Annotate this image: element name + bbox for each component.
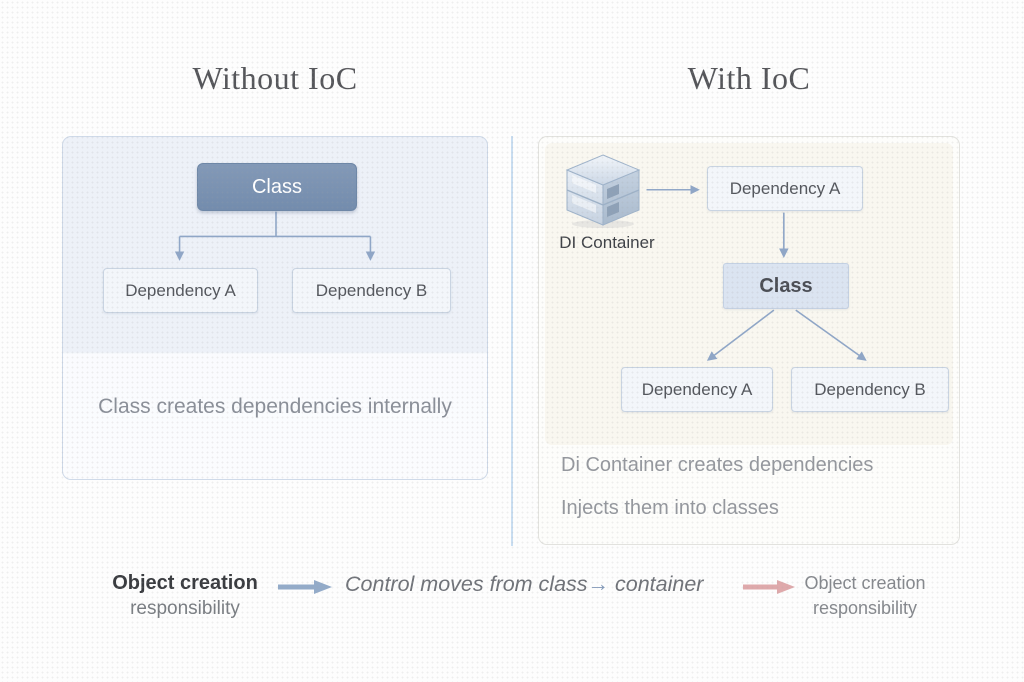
right-panel-title: With IoC bbox=[687, 60, 811, 96]
right-dependency-b-node: Dependency B bbox=[791, 367, 949, 412]
panel-divider bbox=[511, 136, 513, 546]
with-ioc-panel: DI Container Dependency A Class Dependen… bbox=[538, 136, 960, 545]
left-dependency-b-label: Dependency B bbox=[315, 280, 428, 300]
legend-right-line1: Object creation bbox=[804, 573, 926, 593]
di-container-label: DI Container bbox=[559, 233, 655, 252]
left-panel-title: Without IoC bbox=[192, 60, 358, 96]
left-dependency-a-node: Dependency A bbox=[103, 268, 258, 313]
right-panel-caption-line2: Injects them into classes bbox=[561, 497, 779, 519]
right-class-label: Class bbox=[759, 274, 813, 297]
left-panel-caption: Class creates dependencies internally bbox=[98, 395, 452, 418]
left-class-node: Class bbox=[197, 163, 357, 211]
legend-right-line2: responsibility bbox=[812, 598, 918, 618]
legend-blue-arrow-icon bbox=[278, 580, 332, 594]
legend-left-label: Object creation responsibility bbox=[95, 572, 275, 620]
legend-middle-part2: container bbox=[609, 572, 704, 596]
left-class-label: Class bbox=[251, 175, 302, 198]
legend-middle-text: Control moves from class→ container bbox=[345, 572, 703, 597]
right-dependency-a-label: Dependency A bbox=[641, 379, 753, 399]
right-class-node: Class bbox=[723, 263, 849, 309]
di-container-icon bbox=[565, 154, 641, 228]
legend-middle-part1: Control moves from class bbox=[345, 572, 588, 596]
right-dependency-a-node: Dependency A bbox=[621, 367, 773, 412]
legend-left-line1: Object creation bbox=[112, 572, 258, 594]
left-dependency-b-node: Dependency B bbox=[292, 268, 451, 313]
legend-pink-arrow-icon bbox=[743, 580, 795, 594]
legend-right-label: Object creation responsibility bbox=[790, 573, 940, 619]
right-dependency-b-label: Dependency B bbox=[814, 379, 926, 399]
left-dependency-a-label: Dependency A bbox=[125, 280, 236, 300]
without-ioc-panel: Class Dependency A Dependency B Class cr… bbox=[62, 136, 488, 480]
right-dependency-a-top-node: Dependency A bbox=[707, 166, 863, 211]
right-dependency-a-top-label: Dependency A bbox=[729, 178, 841, 198]
right-panel-caption-line1: Di Container creates dependencies bbox=[561, 454, 874, 476]
legend-middle-arrow: → bbox=[587, 572, 610, 596]
legend-left-line2: responsibility bbox=[130, 598, 240, 619]
